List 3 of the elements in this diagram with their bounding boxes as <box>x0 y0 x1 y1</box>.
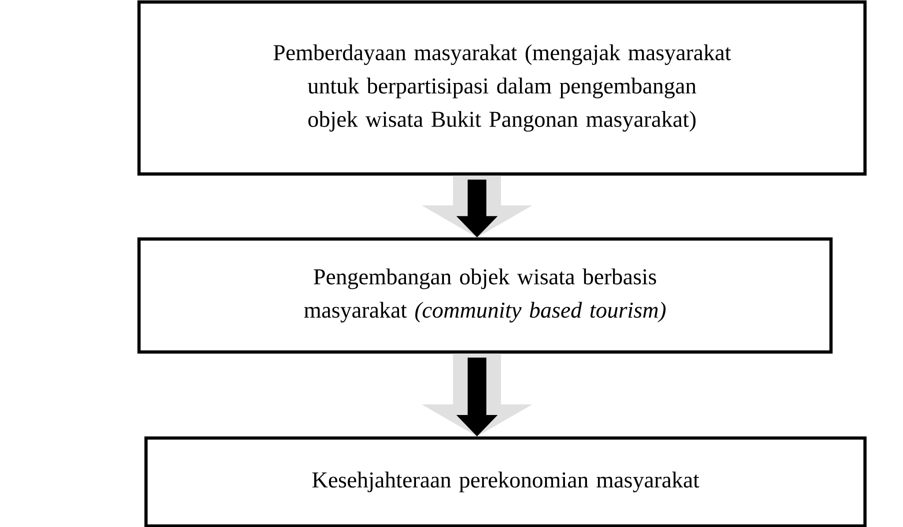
process-box: Pemberdayaan masyarakat (mengajak masyarakat untuk berpartisipasi dalam pengembangan objek wisata Bukit Pangonan masyarakat) <box>137 0 867 176</box>
process-box: Pengembangan objek wisata berbasis masyarakat (community based tourism) <box>137 237 833 354</box>
process-box: Kesehjahteraan perekonomian masyarakat <box>144 436 867 527</box>
